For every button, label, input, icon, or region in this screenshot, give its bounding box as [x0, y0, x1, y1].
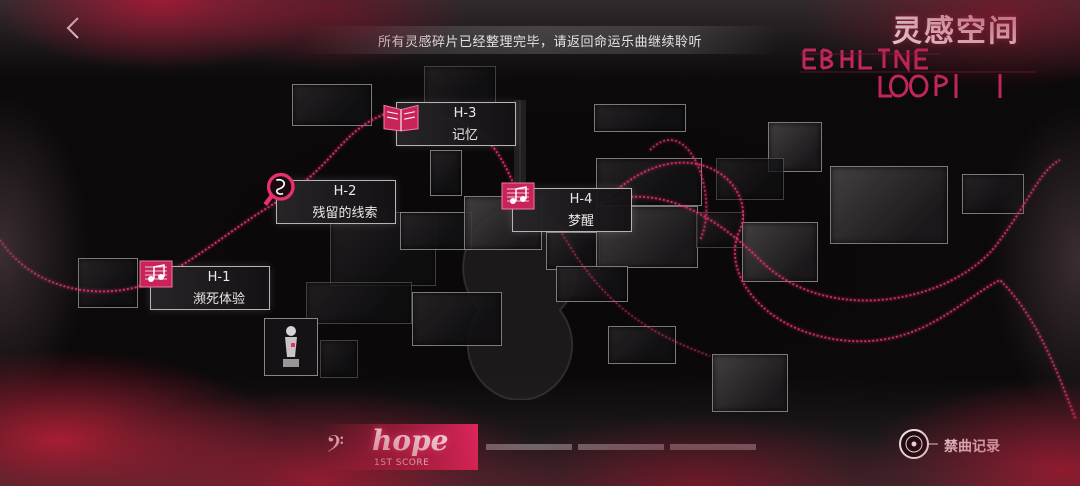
node-name: 梦醒: [567, 214, 594, 229]
forbidden-records-button[interactable]: 禁曲记录: [896, 424, 1026, 464]
score-segment[interactable]: [670, 444, 756, 450]
score-title: hope: [372, 424, 449, 457]
fragment[interactable]: [412, 292, 502, 346]
fragment[interactable]: [594, 104, 686, 132]
fragment[interactable]: [608, 326, 676, 364]
node-name: 残留的线索: [312, 206, 378, 221]
fragment[interactable]: [716, 158, 784, 200]
node-h4[interactable]: H-4 梦醒: [501, 182, 632, 232]
node-code: H-1: [207, 270, 231, 285]
node-h2[interactable]: H-2 残留的线索: [263, 172, 396, 224]
notice-text: 所有灵感碎片已经整理完毕，请返回命运乐曲继续聆听: [377, 34, 702, 50]
fragment[interactable]: [696, 212, 744, 248]
fragment[interactable]: [962, 174, 1024, 214]
fragment[interactable]: [292, 84, 372, 126]
score-segment[interactable]: [578, 444, 664, 450]
fragment[interactable]: [712, 354, 788, 412]
fragment[interactable]: [320, 340, 358, 378]
trophy-figure-icon: [283, 326, 299, 367]
bass-clef-icon: 𝄢: [326, 430, 345, 463]
node-h1[interactable]: H-1 濒死体验: [139, 260, 270, 310]
chevron-left-icon: [66, 17, 79, 39]
score-progress: 𝄢 hope 1ST SCORE: [322, 424, 762, 474]
node-name: 濒死体验: [192, 292, 245, 307]
figurine-fragment[interactable]: [264, 318, 318, 376]
node-code: H-2: [333, 184, 357, 199]
score-subtitle: 1ST SCORE: [374, 458, 430, 468]
vinyl-disc-icon: [899, 429, 938, 459]
node-code: H-3: [453, 106, 477, 121]
fragment[interactable]: [400, 212, 472, 250]
fragment[interactable]: [546, 232, 600, 270]
fragment[interactable]: [742, 222, 818, 282]
fragment[interactable]: [430, 150, 462, 196]
notice-banner: 所有灵感碎片已经整理完毕，请返回命运乐曲继续聆听: [300, 26, 780, 54]
score-segment[interactable]: [486, 444, 572, 450]
fragment[interactable]: [306, 282, 412, 324]
fragment[interactable]: [78, 258, 138, 308]
fragment[interactable]: [424, 66, 496, 104]
fragment[interactable]: [556, 266, 628, 302]
inspiration-space-logo: 灵感空间: [800, 4, 1040, 100]
forbidden-records-label: 禁曲记录: [944, 439, 1000, 455]
node-name: 记忆: [451, 128, 478, 143]
node-h3[interactable]: H-3 记忆: [383, 102, 516, 146]
back-button[interactable]: [60, 14, 88, 42]
logo-emblem-icon: [800, 48, 1036, 98]
node-code: H-4: [569, 192, 593, 207]
fragment[interactable]: [830, 166, 948, 244]
score-segment-active[interactable]: 𝄢 hope 1ST SCORE: [322, 424, 478, 470]
